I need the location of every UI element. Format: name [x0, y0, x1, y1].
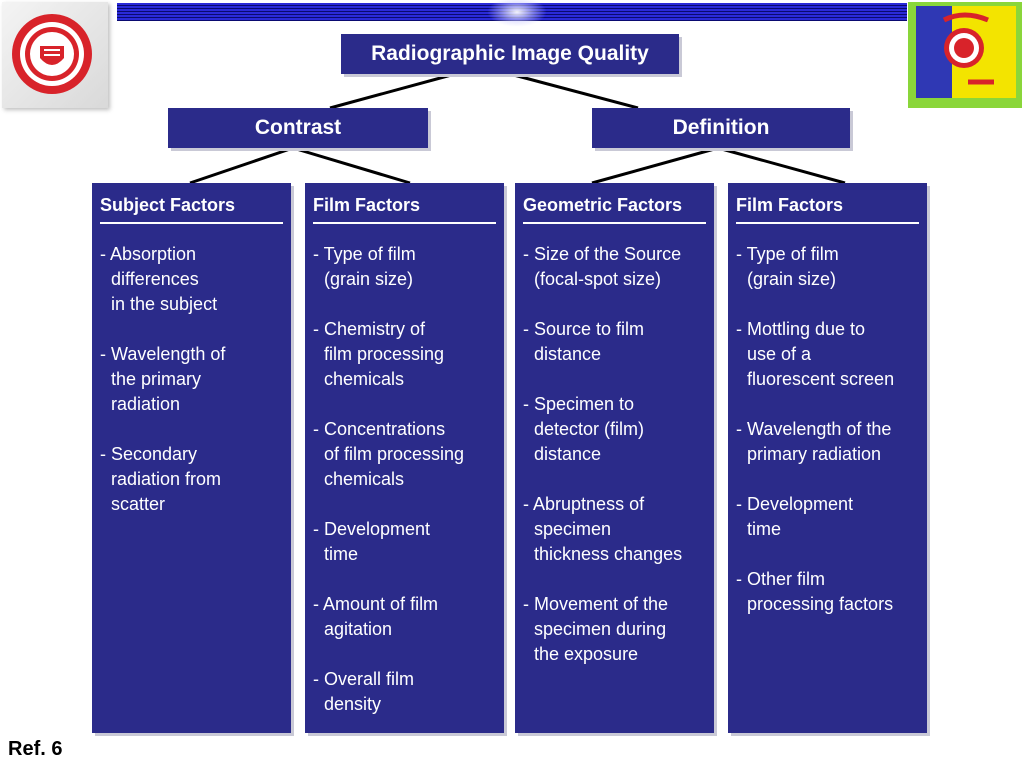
- group-subject-factors: Subject Factors Absorption differences i…: [92, 183, 291, 733]
- factor-item: Other film processing factors: [736, 567, 919, 617]
- factor-item: Abruptness of specimen thickness changes: [523, 492, 706, 567]
- connector-contrast-film: [292, 146, 411, 185]
- connector-contrast-subject: [189, 146, 294, 185]
- factor-item: Wavelength of the primary radiation: [100, 342, 283, 417]
- group-geometric-factors: Geometric Factors Size of the Source (fo…: [515, 183, 714, 733]
- connector-definition-geometric: [591, 146, 719, 185]
- factor-item: Chemistry of film processing chemicals: [313, 317, 496, 392]
- group-definition-film-factors: Film Factors Type of film (grain size) M…: [728, 183, 927, 733]
- connector-root-contrast: [329, 72, 456, 110]
- factor-item: Specimen to detector (film) distance: [523, 392, 706, 467]
- root-node-title: Radiographic Image Quality: [341, 34, 679, 74]
- factor-item: Overall film density: [313, 667, 496, 717]
- factor-list: Absorption differences in the subject Wa…: [100, 242, 283, 517]
- group-heading: Film Factors: [313, 195, 496, 224]
- group-heading: Film Factors: [736, 195, 919, 224]
- factor-item: Type of film (grain size): [313, 242, 496, 292]
- college-flag-logo-icon: [908, 2, 1022, 108]
- group-contrast-film-factors: Film Factors Type of film (grain size) C…: [305, 183, 504, 733]
- branch-contrast: Contrast: [168, 108, 428, 148]
- factor-item: Size of the Source (focal-spot size): [523, 242, 706, 292]
- factor-item: Amount of film agitation: [313, 592, 496, 642]
- factor-item: Mottling due to use of a fluorescent scr…: [736, 317, 919, 392]
- factor-list: Size of the Source (focal-spot size) Sou…: [523, 242, 706, 667]
- factor-item: Development time: [736, 492, 919, 542]
- header-stripe: [117, 0, 907, 27]
- factor-item: Source to film distance: [523, 317, 706, 367]
- branch-definition: Definition: [592, 108, 850, 148]
- reference-label: Ref. 6: [8, 738, 63, 760]
- group-heading: Geometric Factors: [523, 195, 706, 224]
- factor-item: Secondary radiation from scatter: [100, 442, 283, 517]
- factor-list: Type of film (grain size) Chemistry of f…: [313, 242, 496, 717]
- factor-item: Wavelength of the primary radiation: [736, 417, 919, 467]
- factor-list: Type of film (grain size) Mottling due t…: [736, 242, 919, 617]
- factor-item: Concentrations of film processing chemic…: [313, 417, 496, 492]
- factor-item: Absorption differences in the subject: [100, 242, 283, 317]
- connector-definition-film: [717, 146, 846, 185]
- factor-item: Type of film (grain size): [736, 242, 919, 292]
- factor-item: Development time: [313, 517, 496, 567]
- group-heading: Subject Factors: [100, 195, 283, 224]
- connector-root-definition: [509, 72, 639, 110]
- university-seal-icon: [2, 2, 108, 108]
- factor-item: Movement of the specimen during the expo…: [523, 592, 706, 667]
